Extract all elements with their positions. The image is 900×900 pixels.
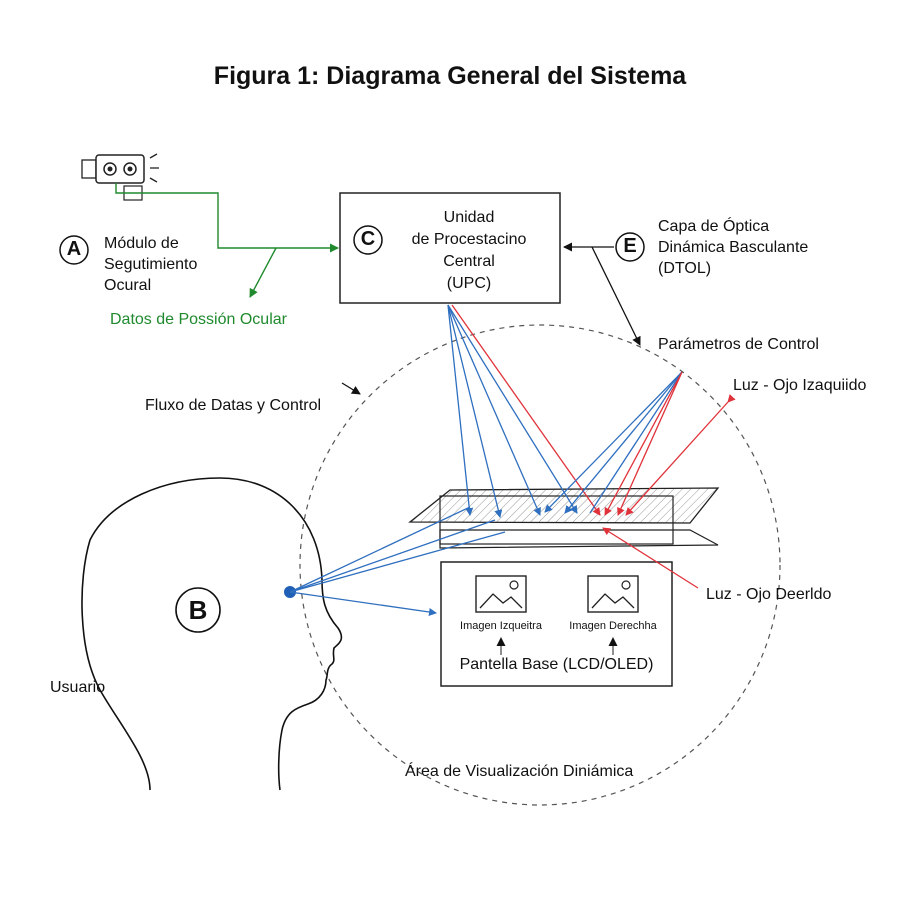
user-label: Usuario [50,679,106,696]
label-e-letter: E [623,235,637,257]
dtol-frame [439,495,674,545]
eye-data-branch-arrow [249,247,277,298]
display-area-circle [299,324,781,806]
light-left-arrow [625,394,736,516]
upc-line-1: Unidad [443,209,495,226]
upc-blue-rays [447,304,578,518]
label-a-circle [59,235,89,265]
image-left-icon [475,575,527,613]
light-right-arrow [602,527,699,589]
upc-line-3: Central [443,253,495,270]
upc-red-ray [451,304,601,516]
upc-line-4: (UPC) [446,275,492,292]
image-left-label: Imagen Izqueitra [460,620,542,632]
label-a-letter: A [66,238,82,260]
data-flow-label: Fluxo de Datas y Control [145,397,322,414]
dtol-line-3: (DTOL) [658,260,712,277]
module-a-line-2: Segutimiento [104,256,198,273]
dtol-line-2: Dinámica Basculante [658,239,809,256]
label-e-circle [615,232,645,262]
module-a-line-1: Módulo de [104,235,179,252]
base-screen-label: Pantella Base (LCD/OLED) [459,656,654,673]
label-b-circle [175,587,221,633]
light-left-label: Luz - Ojo Izaquiido [733,377,867,394]
label-c-circle [353,225,383,255]
image-right-icon [587,575,639,613]
control-params-arrow [591,246,641,346]
user-head [81,477,343,791]
figure-title: Figura 1: Diagrama General del Sistema [213,62,687,90]
display-area-label: Área de Visualización Diniámica [405,763,634,780]
label-c-letter: C [360,228,376,250]
eye-data-line [115,183,339,253]
module-a-line-3: Ocural [104,277,152,294]
control-params-label: Parámetros de Control [658,336,819,353]
label-b-letter: B [188,595,208,625]
data-flow-arrow [341,382,361,395]
upc-line-2: de Procestacino [411,231,527,248]
light-right-label: Luz - Ojo Deerldo [706,586,832,603]
image-right-label: Imagen Derechha [569,620,657,632]
eye-data-label: Datos de Possión Ocular [110,311,287,328]
eye-rays [289,506,506,616]
dtol-line-1: Capa de Óptica [658,218,770,235]
